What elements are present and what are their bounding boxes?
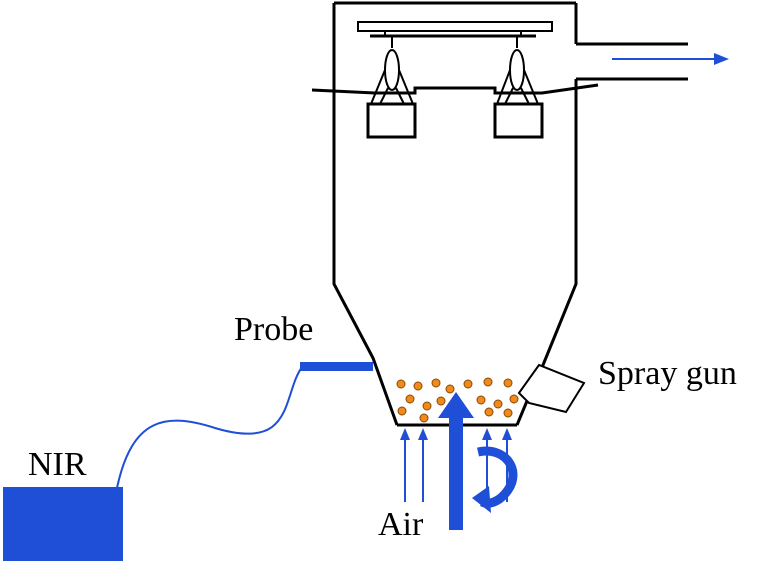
- particle: [422, 401, 432, 411]
- probe-rod: [300, 362, 373, 371]
- filter-assembly: [357, 21, 553, 139]
- left-filter: [366, 36, 417, 139]
- particle: [484, 407, 494, 417]
- nir-box: [3, 487, 123, 561]
- probe-cable: [116, 366, 303, 489]
- swirl-arrow: [472, 446, 518, 513]
- particle: [396, 379, 406, 389]
- filter-support-line: [311, 83, 599, 95]
- particle: [445, 384, 455, 394]
- right-filter: [493, 36, 544, 139]
- particles: [396, 377, 519, 423]
- probe-label: Probe: [234, 311, 314, 348]
- air-label: Air: [378, 506, 424, 543]
- main-airflow-arrow: [438, 392, 474, 530]
- particle: [431, 378, 441, 388]
- vessel-right-cone-bottom: [515, 400, 529, 426]
- vessel-left-wall: [332, 3, 399, 426]
- outlet-duct: [576, 42, 688, 81]
- nir-label: NIR: [28, 446, 87, 483]
- vessel-body: [332, 1, 578, 427]
- particle: [503, 408, 513, 418]
- particle: [483, 377, 493, 387]
- particle: [493, 399, 503, 409]
- particle: [509, 394, 519, 404]
- spray-gun: [517, 363, 586, 414]
- particle: [436, 396, 446, 406]
- spray-gun-label: Spray gun: [598, 355, 737, 392]
- particle: [503, 378, 513, 388]
- vessel-right-wall-lower: [539, 79, 578, 371]
- particle: [463, 379, 473, 389]
- particle: [413, 381, 423, 391]
- particle: [476, 395, 486, 405]
- particle: [405, 394, 415, 404]
- particle: [419, 413, 429, 423]
- particle: [397, 406, 407, 416]
- outlet-arrow: [612, 53, 729, 65]
- top-plate: [357, 21, 553, 32]
